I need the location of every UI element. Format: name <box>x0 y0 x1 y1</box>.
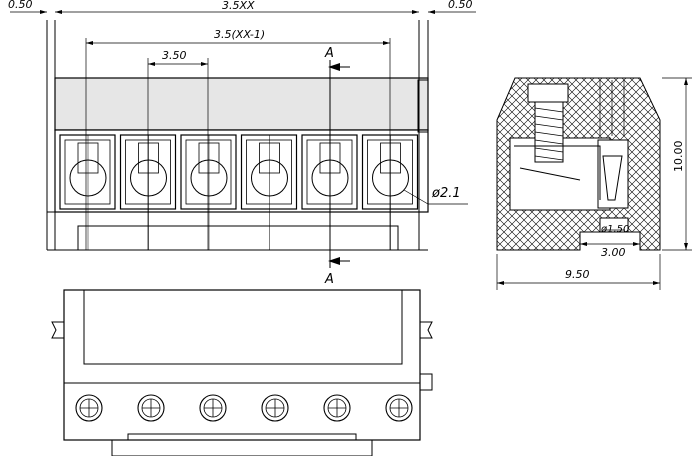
dim-pitch: 3.50 <box>162 49 187 62</box>
section-label-bottom: A <box>324 272 334 287</box>
dim-edge-right: 0.50 <box>448 0 473 11</box>
section-label-top: A <box>324 46 334 61</box>
bottom-terminals <box>75 394 413 422</box>
bottom-screw <box>261 394 289 422</box>
dim-edge-left: 0.50 <box>8 0 33 11</box>
bottom-screw <box>75 394 103 422</box>
terminal-opening <box>59 134 116 250</box>
bottom-view <box>51 289 433 456</box>
dim-total-width: 3.5XX <box>222 0 255 12</box>
bottom-screw <box>323 394 351 422</box>
dim-height: 10.00 <box>672 141 685 173</box>
front-view: 0.50 3.5XX 0.50 3.5(XX-1) 3.50 A A ø2.1 <box>8 0 476 287</box>
dim-slot-width: ø1.50 <box>600 224 629 235</box>
dim-hole-diameter: ø2.1 <box>431 186 461 201</box>
bottom-screw <box>137 394 165 422</box>
bottom-screw <box>199 394 227 422</box>
terminal-opening <box>240 134 298 250</box>
dim-span: 3.5(XX-1) <box>214 28 265 41</box>
side-section-view: ø1.50 3.00 9.50 10.00 <box>496 77 692 290</box>
terminal-opening <box>180 134 237 250</box>
bottom-screw <box>385 394 413 422</box>
dim-depth: 9.50 <box>565 268 590 281</box>
front-body-top <box>54 77 429 131</box>
dim-slot-spacing: 3.00 <box>601 246 626 259</box>
